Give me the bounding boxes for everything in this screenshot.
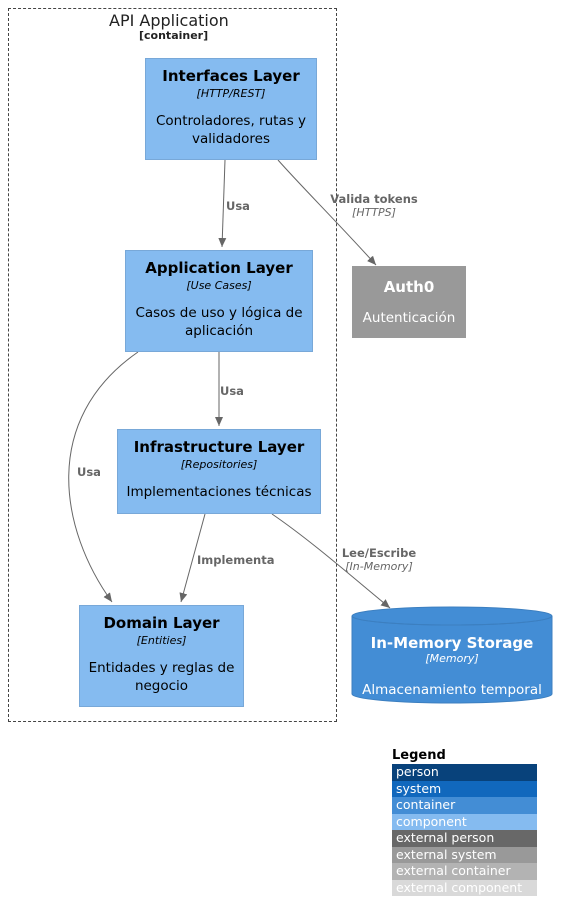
database-tech: [Memory]	[425, 652, 479, 665]
component-desc-line: Casos de uso y lógica de	[135, 305, 303, 321]
component-name: Application Layer	[145, 259, 293, 277]
legend-item-container: container	[392, 797, 537, 814]
edge-label-lee-escribe-text: Lee/Escribe	[341, 546, 417, 560]
edge-label-usa-2: Usa	[220, 384, 244, 398]
edge-application-to-domain	[68, 351, 139, 603]
database-desc: Almacenamiento temporal	[362, 682, 542, 698]
domain-layer-component[interactable]: Domain Layer [Entities] Entidades y regl…	[79, 605, 244, 707]
component-desc: Entidades y reglas de negocio	[80, 659, 243, 695]
component-name: Domain Layer	[103, 614, 220, 632]
edge-label-lee-escribe: Lee/Escribe [In-Memory]	[336, 546, 422, 573]
edge-label-usa-1: Usa	[226, 199, 250, 213]
component-desc-line: Implementaciones técnicas	[126, 484, 312, 500]
legend-item-external-component: external component	[392, 879, 537, 896]
container-boundary: API Application [container]	[8, 8, 337, 722]
edge-label-lee-escribe-tech: [In-Memory]	[345, 560, 413, 573]
legend-title: Legend	[392, 748, 446, 763]
edge-infrastructure-to-domain	[179, 513, 206, 603]
legend-item-external-system: external system	[392, 846, 537, 863]
database-name: In-Memory Storage	[370, 634, 534, 652]
boundary-name: API Application	[109, 11, 229, 30]
external-system-name: Auth0	[383, 278, 435, 296]
legend-item-system: system	[392, 780, 537, 797]
component-desc-line: Entidades y reglas de	[88, 660, 235, 676]
in-memory-storage-database[interactable]	[350, 606, 556, 706]
component-desc-line: validadores	[191, 131, 271, 147]
component-name: Interfaces Layer	[162, 67, 300, 85]
legend-item-person: person	[392, 764, 537, 781]
component-tech: [Use Cases]	[186, 279, 252, 292]
edge-label-valida-tokens-text: Valida tokens	[330, 192, 418, 206]
auth0-external-system[interactable]: Auth0 Autenticación	[352, 266, 466, 338]
component-name: Infrastructure Layer	[133, 438, 305, 456]
component-desc-line: Controladores, rutas y	[155, 113, 307, 129]
external-system-desc: Autenticación	[362, 310, 456, 326]
edge-label-implementa: Implementa	[197, 553, 275, 567]
edge-interfaces-to-application	[218, 159, 227, 248]
component-desc-line: aplicación	[184, 323, 254, 339]
component-desc: Casos de uso y lógica de aplicación	[126, 304, 312, 340]
edge-label-usa-3: Usa	[77, 465, 101, 479]
component-desc: Controladores, rutas y validadores	[146, 112, 316, 148]
legend-item-component: component	[392, 813, 537, 830]
component-tech: [Repositories]	[180, 458, 258, 471]
edge-interfaces-to-auth0	[277, 159, 377, 266]
infrastructure-layer-component[interactable]: Infrastructure Layer [Repositories] Impl…	[117, 429, 321, 514]
application-layer-component[interactable]: Application Layer [Use Cases] Casos de u…	[125, 250, 313, 352]
edge-label-valida-tokens: Valida tokens [HTTPS]	[330, 192, 418, 219]
interfaces-layer-component[interactable]: Interfaces Layer [HTTP/REST] Controlador…	[145, 58, 317, 160]
edge-infrastructure-to-storage	[271, 513, 391, 609]
component-desc: Implementaciones técnicas	[118, 483, 320, 501]
boundary-type: [container]	[139, 29, 209, 42]
component-tech: [Entities]	[136, 634, 187, 647]
legend-item-external-container: external container	[392, 863, 537, 880]
legend-item-external-person: external person	[392, 830, 537, 847]
component-tech: [HTTP/REST]	[196, 87, 266, 100]
component-desc-line: negocio	[134, 678, 189, 694]
edge-label-valida-tokens-tech: [HTTPS]	[352, 206, 396, 219]
